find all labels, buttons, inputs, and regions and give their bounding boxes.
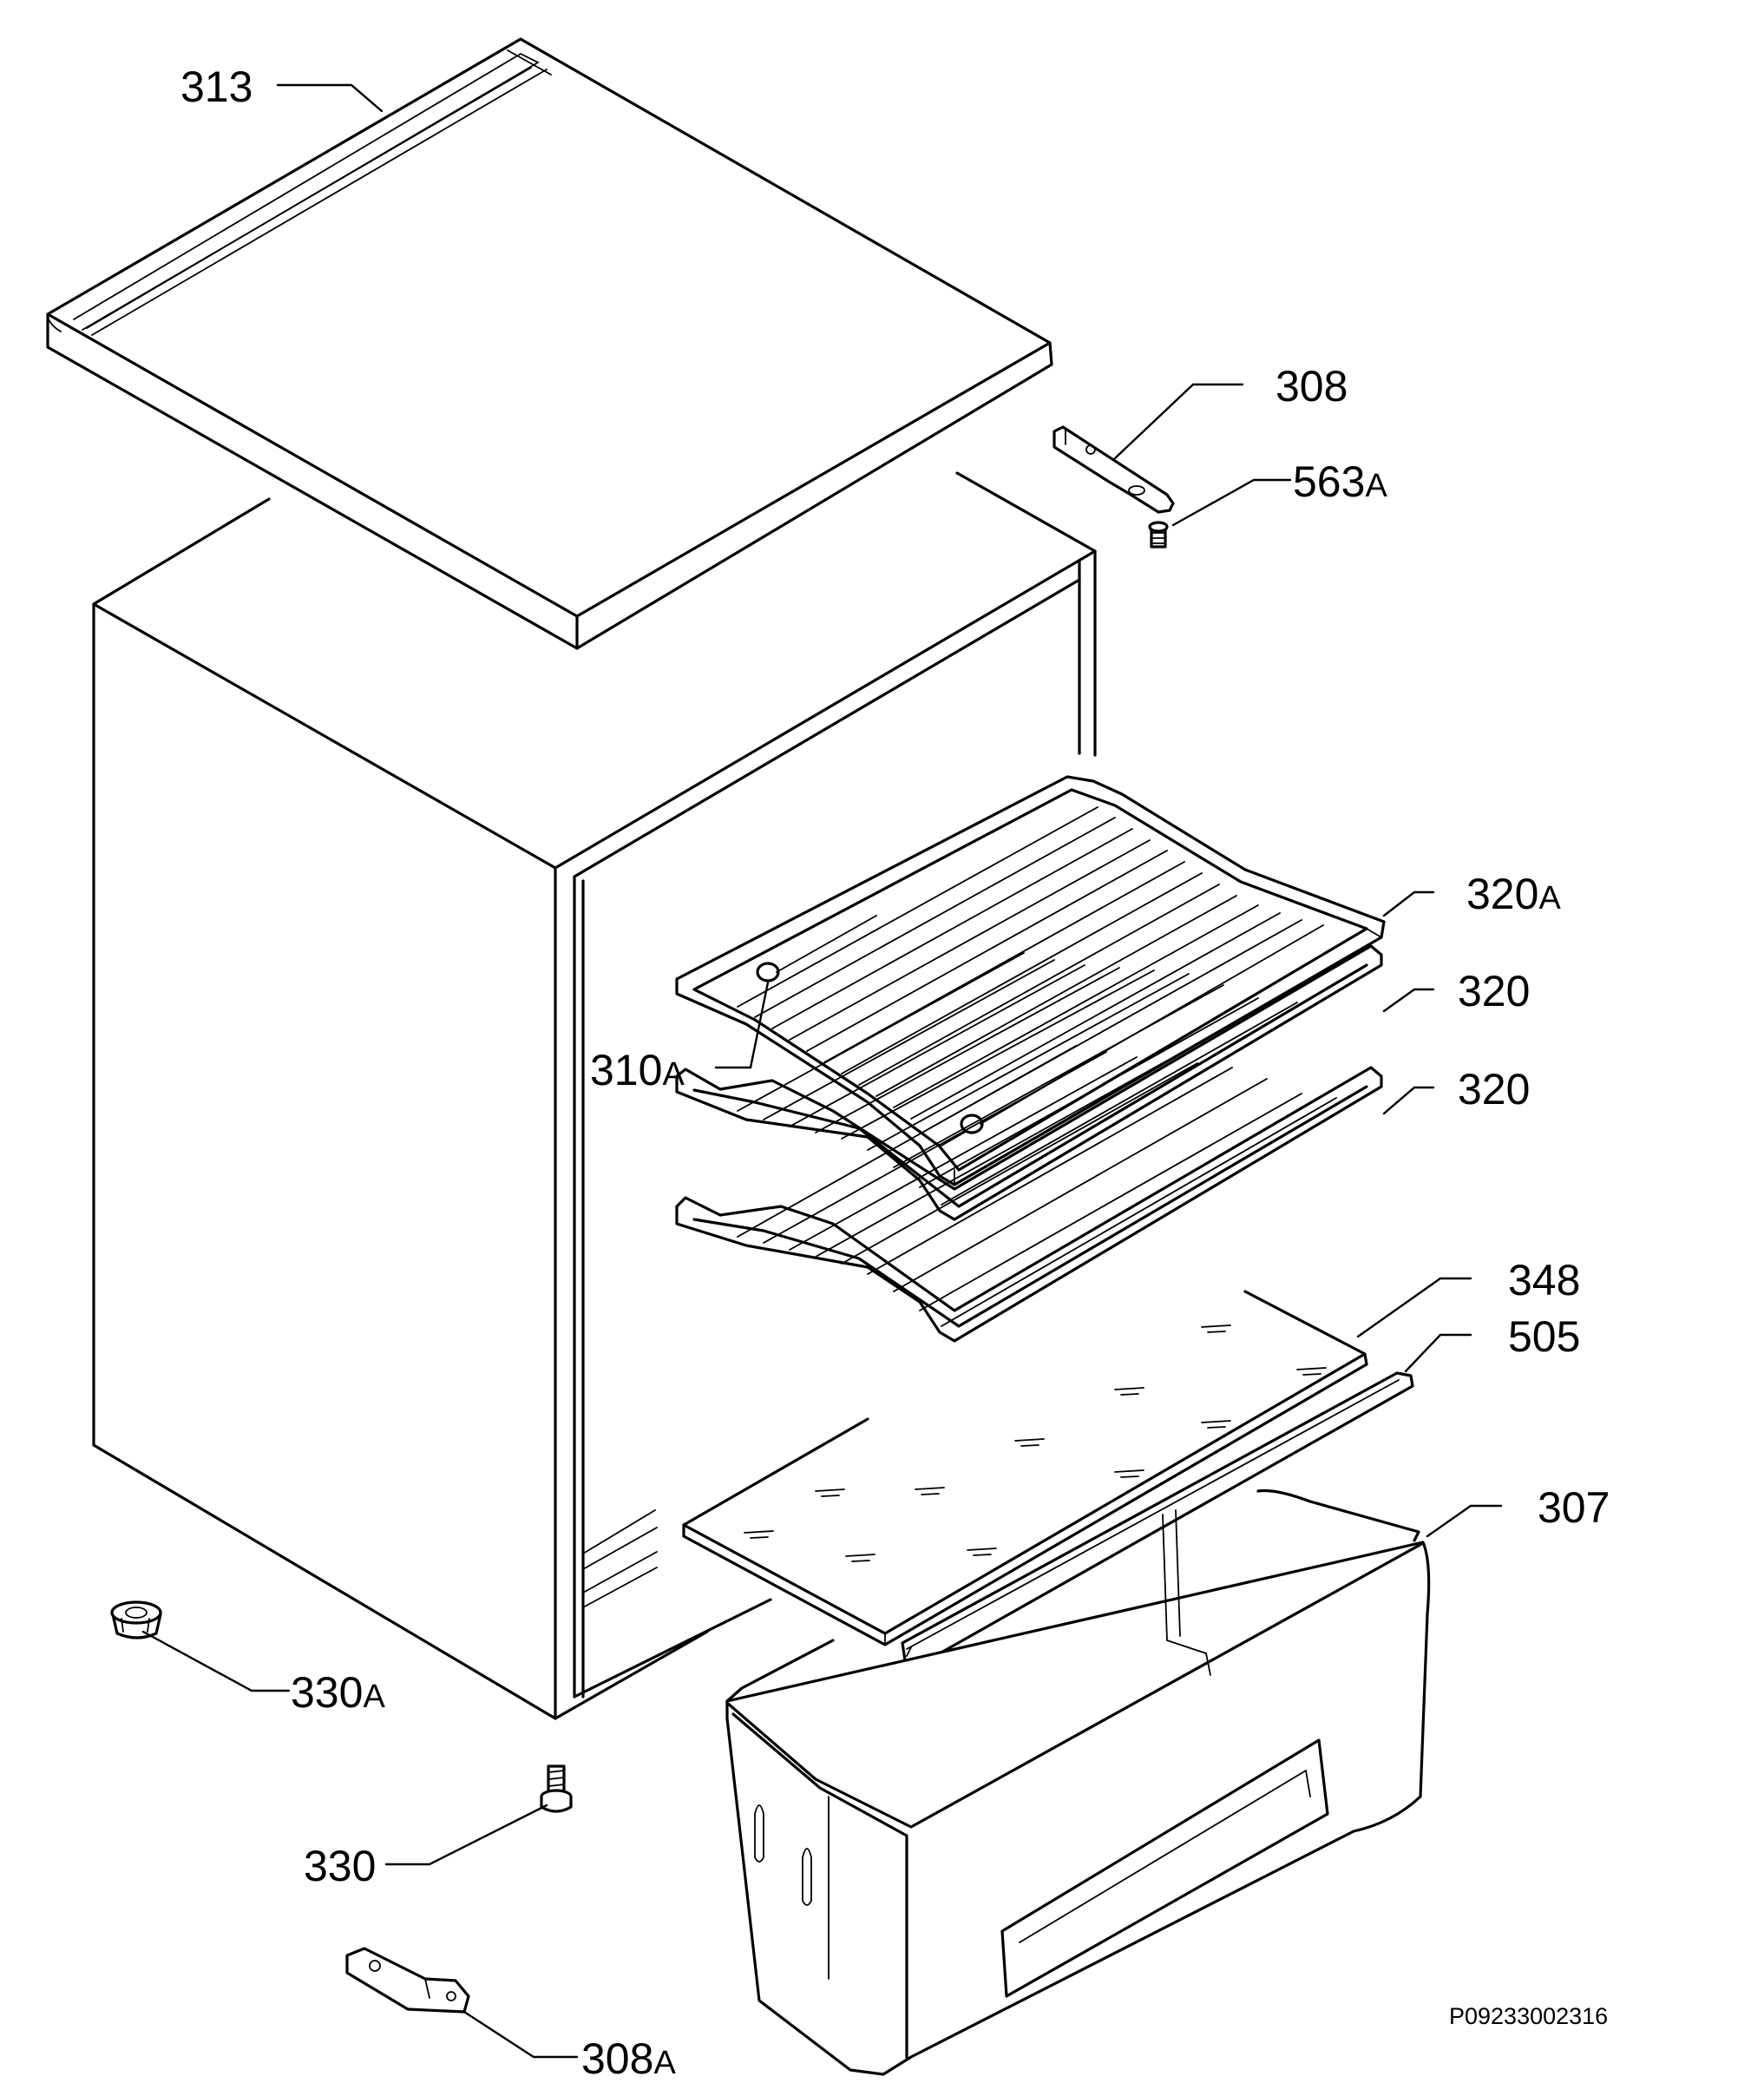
callout-308A: 308A: [581, 2034, 676, 2083]
wire-shelf-middle: [675, 944, 1383, 1221]
callout-348: 348: [1508, 1256, 1580, 1304]
callout-505: 505: [1508, 1312, 1580, 1361]
shelf-stop-part: [756, 915, 1081, 1134]
leader-563A: [1171, 478, 1292, 527]
callout-330: 330: [304, 1842, 376, 1890]
leader-348: [1356, 1277, 1472, 1338]
callout-308: 308: [1275, 362, 1348, 411]
bottom-hinge-part: [345, 1947, 470, 2014]
leader-307: [1426, 1504, 1503, 1538]
leader-lines: [141, 83, 1503, 2059]
callout-320A: 320A: [1466, 870, 1561, 918]
top-hinge-part: [1052, 425, 1175, 514]
leader-330: [384, 1804, 548, 1866]
callout-320-lower: 320: [1458, 1065, 1530, 1114]
glass-reflection-marks: [744, 1324, 1327, 1562]
leader-505: [1404, 1333, 1472, 1373]
leader-320-lower: [1382, 1086, 1435, 1115]
foot-bolt-part: [540, 1764, 573, 1813]
top-cover-part: [46, 37, 1053, 650]
leader-310A: [714, 981, 770, 1069]
leader-330A: [141, 1630, 291, 1692]
callout-563A: 563A: [1293, 457, 1387, 506]
leader-320A: [1382, 890, 1435, 917]
crisper-drawer-part: [725, 1488, 1431, 2076]
leader-313: [276, 83, 384, 113]
cabinet-body: [92, 471, 1097, 1720]
glass-shelf-part: [682, 1290, 1368, 1646]
adjustable-foot-part: [110, 1600, 162, 1639]
callout-310A: 310A: [590, 1046, 685, 1094]
wire-shelf-bottom: [675, 1045, 1383, 1343]
leader-308: [1113, 383, 1244, 460]
hinge-screw-part: [1148, 521, 1169, 549]
callout-313: 313: [180, 62, 252, 111]
leader-308A: [462, 2010, 579, 2059]
leader-320-upper: [1382, 988, 1435, 1013]
callout-labels: 313 308 563A 320A 320 310A 320 348 505 3…: [180, 62, 1610, 2083]
drawing-reference: P09233002316: [1449, 2003, 1608, 2029]
callout-330A: 330A: [291, 1668, 385, 1717]
callout-307: 307: [1538, 1483, 1610, 1532]
callout-320-upper: 320: [1458, 967, 1530, 1015]
wire-shelf-top-bars: [737, 806, 1324, 1147]
